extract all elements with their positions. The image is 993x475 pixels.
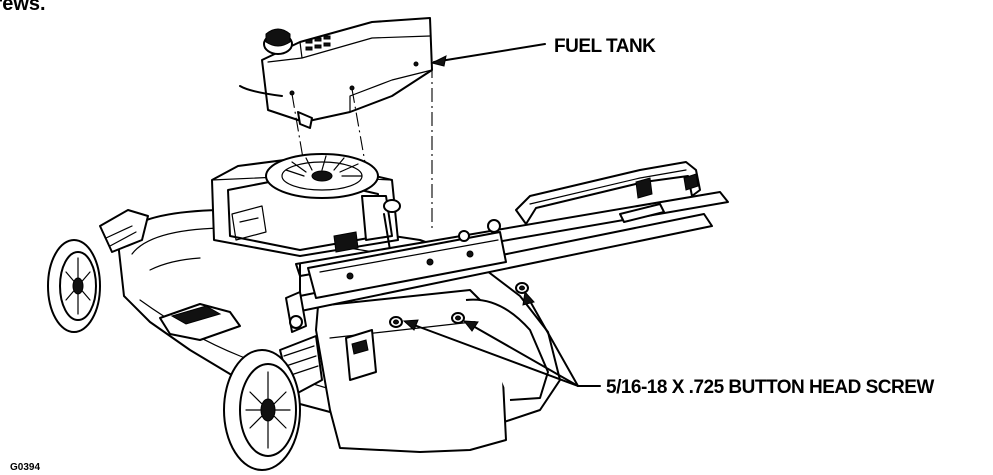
- screw-1: [389, 316, 403, 328]
- rear-wheel-left: [47, 209, 149, 333]
- screw-2: [451, 312, 465, 324]
- front-wheel: [223, 349, 301, 471]
- screw-leaders: [402, 290, 601, 387]
- header-fragment: Screws.: [0, 0, 46, 15]
- fuel-tank: [239, 17, 433, 129]
- fuel-tank-callout: FUEL TANK: [554, 36, 656, 57]
- figure-id: G0394: [10, 462, 40, 473]
- screw-callout: 5/16-18 X .725 BUTTON HEAD SCREW: [606, 377, 934, 398]
- engine: [211, 153, 401, 257]
- button-head-screws: [389, 282, 529, 328]
- handle-assembly: [285, 161, 729, 333]
- fuel-gauge-marks: [305, 35, 331, 51]
- screw-3: [515, 282, 529, 294]
